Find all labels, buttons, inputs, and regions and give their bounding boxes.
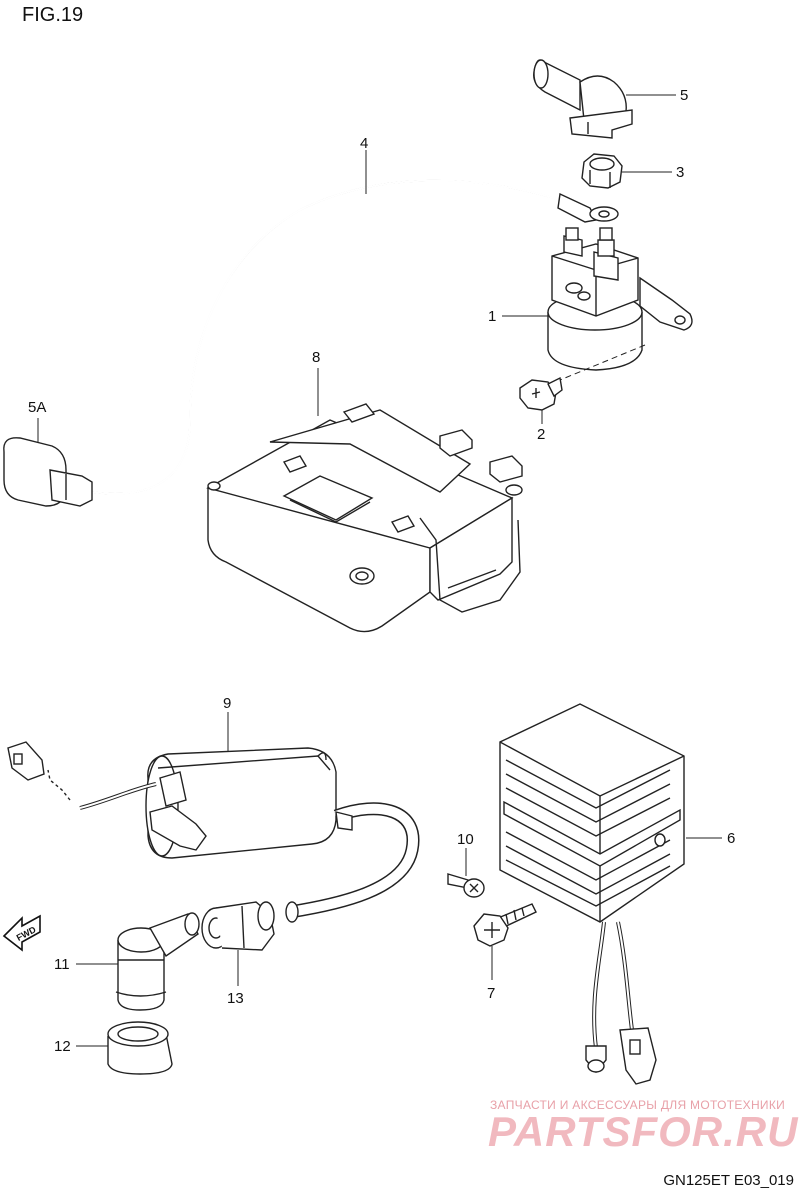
label-part-6: 6 [727,830,735,847]
terminal-cap-5 [533,59,633,139]
label-part-5a: 5A [28,399,46,416]
label-part-10: 10 [457,831,474,848]
spark-plug-cap-11 [115,912,200,1011]
label-part-9: 9 [223,695,231,712]
watermark-brand-logo: PARTSFOR.RU [488,1108,799,1155]
regulator-rectifier-6 [499,703,685,1085]
cord-holder-13 [201,901,275,951]
battery-lead-wire [91,179,619,495]
starter-relay-1 [547,227,693,381]
figure-code: GN125ET E03_019 [663,1172,794,1189]
label-part-3: 3 [676,164,684,181]
ignition-coil-9 [7,741,420,923]
cdi-unit-8 [206,403,523,633]
seal-cover-12 [107,1021,173,1075]
label-part-7: 7 [487,985,495,1002]
screw-10 [447,873,485,898]
label-part-2: 2 [537,426,545,443]
bolt-2 [519,376,563,411]
label-part-4: 4 [360,135,368,152]
bolt-7 [473,903,537,947]
leader-lines [37,94,722,1047]
watermark-tagline: ЗАПЧАСТИ И АКСЕССУАРЫ ДЛЯ МОТОТЕХНИКИ [490,1098,786,1112]
label-part-5: 5 [680,87,688,104]
forward-direction-arrow-icon: FWD [2,914,41,952]
part-number-labels: 4 5 3 1 2 8 5A 9 6 10 7 11 12 13 [28,87,735,1055]
label-part-11: 11 [54,956,70,973]
label-part-1: 1 [488,308,496,325]
figure-title: FIG.19 [22,4,84,26]
label-part-8: 8 [312,349,320,366]
label-part-12: 12 [54,1038,71,1055]
label-part-13: 13 [227,990,244,1007]
nut-3 [581,153,623,189]
terminal-boot-5a [3,437,93,507]
